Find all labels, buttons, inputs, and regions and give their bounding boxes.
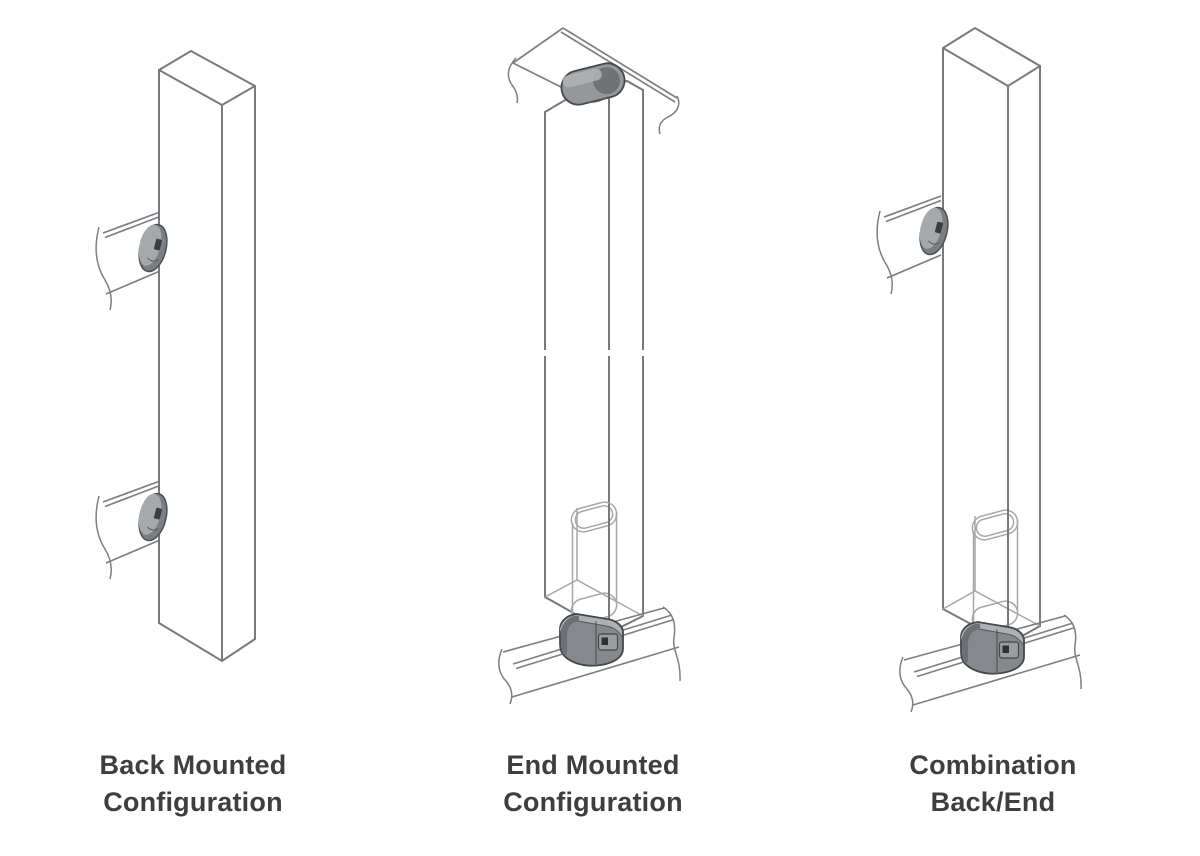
caption-end-mounted: End Mounted Configuration <box>433 747 753 821</box>
figure-end-mounted <box>497 27 681 705</box>
square-post <box>942 26 1041 646</box>
post-inner-edges <box>158 69 256 661</box>
post-break-marks <box>542 350 646 356</box>
caption-line: Back/End <box>930 787 1056 817</box>
caption-line: End Mounted <box>506 750 680 780</box>
post-outline <box>158 49 256 663</box>
figure-combination <box>876 26 1082 713</box>
caption-line: Configuration <box>103 787 283 817</box>
post-outline <box>942 26 1041 646</box>
ceiling-near-edge <box>512 62 564 89</box>
caption-back-mounted: Back Mounted Configuration <box>33 747 353 821</box>
square-post <box>158 49 256 663</box>
ceiling-break-line-left <box>507 57 519 104</box>
caption-line: Combination <box>909 750 1077 780</box>
figure-back-mounted <box>95 49 256 663</box>
post-outline <box>544 79 644 635</box>
caption-line: Back Mounted <box>99 750 287 780</box>
ceiling-break-line-right <box>658 95 680 135</box>
post-hidden-bottom-edges <box>544 508 644 617</box>
bottom-end-mount-bracket <box>559 613 624 667</box>
caption-combination: Combination Back/End <box>833 747 1153 821</box>
caption-line: Configuration <box>503 787 683 817</box>
bottom-end-mount-bracket <box>960 621 1025 675</box>
top-end-mount-bracket <box>560 62 626 106</box>
ceiling-left-edge <box>512 27 564 64</box>
ceiling-far-edge <box>562 27 678 99</box>
square-post <box>544 79 644 635</box>
